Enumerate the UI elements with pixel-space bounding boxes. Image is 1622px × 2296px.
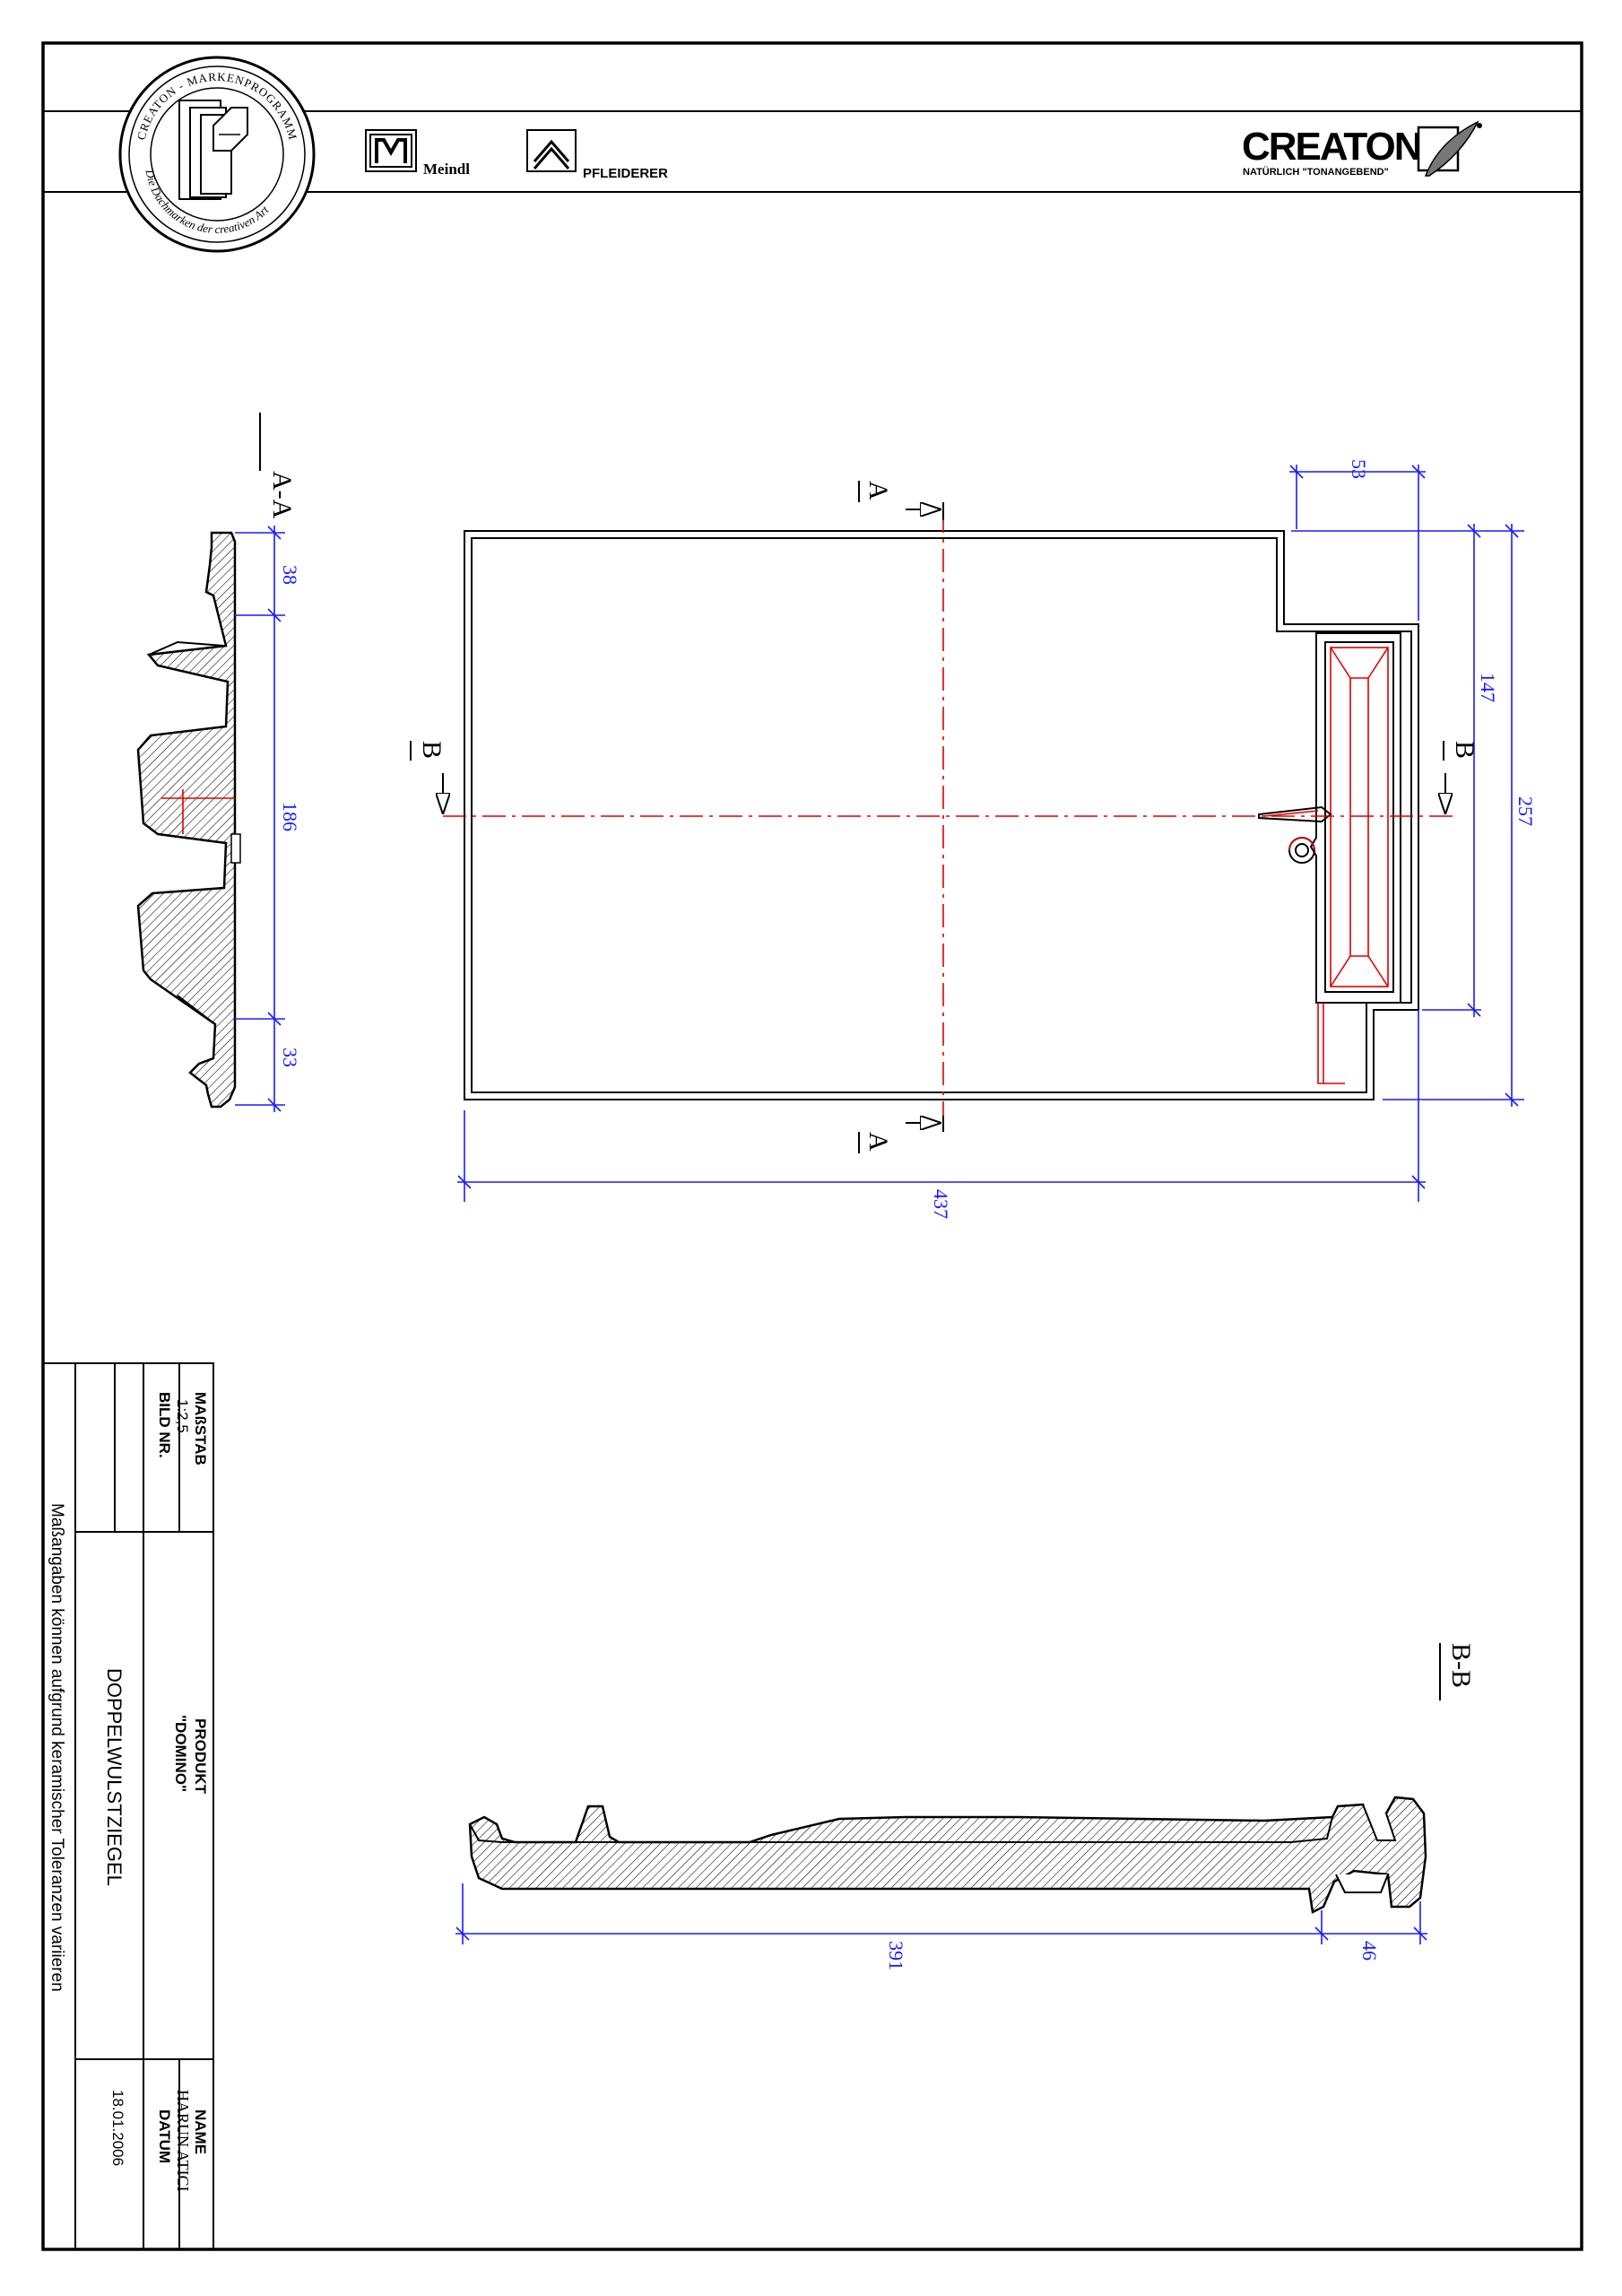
drawing-frame [41, 41, 1583, 2251]
feather-icon [1424, 120, 1479, 177]
section-a-label-top: A [863, 481, 893, 500]
dim-plan-width: 437 [930, 1189, 952, 1219]
creaton-logo: CREATON NATÜRLICH "TONANGEBEND" [1242, 120, 1482, 178]
section-bb-profile [468, 1796, 1427, 1914]
tile-plan-view [443, 509, 1456, 1123]
section-aa-profile [136, 531, 241, 1109]
section-a-label-bottom: A [863, 1132, 893, 1152]
creaton-tagline: NATÜRLICH "TONANGEBEND" [1243, 166, 1389, 178]
dim-aa-bottom: 33 [279, 1048, 301, 1067]
section-bb-label: B-B [1446, 1643, 1476, 1688]
section-marker-a-top: A [858, 481, 944, 520]
tb-date-label: DATUM [156, 2109, 173, 2163]
tb-scale-value: 1:2,5 [174, 1399, 191, 1433]
tb-disclaimer: Maßangaben können aufgrund keramischer T… [48, 1503, 66, 1992]
tb-product-value: "DOMINO" [172, 1715, 189, 1792]
tb-name-value: HARUN ATICI [174, 2090, 192, 2192]
dim-plan-top-offset: 53 [1348, 459, 1370, 479]
tb-name-label: NAME [192, 2109, 209, 2154]
title-block: MAßSTAB 1:2,5 BILD NR. PRODUKT "DOMINO" … [42, 1362, 214, 2250]
tb-image-no-label: BILD NR. [156, 1392, 173, 1458]
section-marker-a-bottom: A [858, 1116, 944, 1153]
meindl-logo: Meindl [365, 129, 470, 178]
tb-product-label: PRODUKT [192, 1718, 209, 1795]
section-bb-dims: 391 46 [455, 1883, 1427, 1970]
dim-bb-end: 46 [1358, 1941, 1381, 1961]
pfleiderer-label: PFLEIDERER [583, 166, 668, 181]
section-aa-label: A-A [267, 471, 297, 519]
section-b-label-left: B [417, 741, 447, 759]
creaton-markenprogramm-seal: CREATON - MARKENPROGRAMM Die Dachmarken … [118, 56, 316, 253]
dim-aa-mid: 186 [279, 802, 301, 831]
pfleiderer-logo: PFLEIDERER [526, 129, 668, 181]
section-b-label-right: B [1450, 741, 1479, 759]
tb-product-type: DOPPELWULSTZIEGEL [103, 1668, 126, 1886]
dim-plan-height: 257 [1514, 796, 1537, 826]
section-marker-b-left: B [410, 741, 447, 813]
dim-plan-side: 147 [1477, 673, 1499, 702]
plan-dims: 437 53 147 257 [457, 459, 1537, 1219]
tb-scale-label: MAßSTAB [192, 1392, 209, 1465]
dim-bb-main: 391 [885, 1941, 907, 1970]
section-aa-dims: 38 186 33 [235, 526, 301, 1112]
tb-date-value: 18.01.2006 [109, 2090, 126, 2166]
creaton-wordmark: CREATON [1242, 125, 1421, 169]
meindl-label: Meindl [423, 161, 470, 178]
dim-aa-top: 38 [279, 565, 301, 585]
section-marker-b-right: B [1444, 741, 1479, 813]
